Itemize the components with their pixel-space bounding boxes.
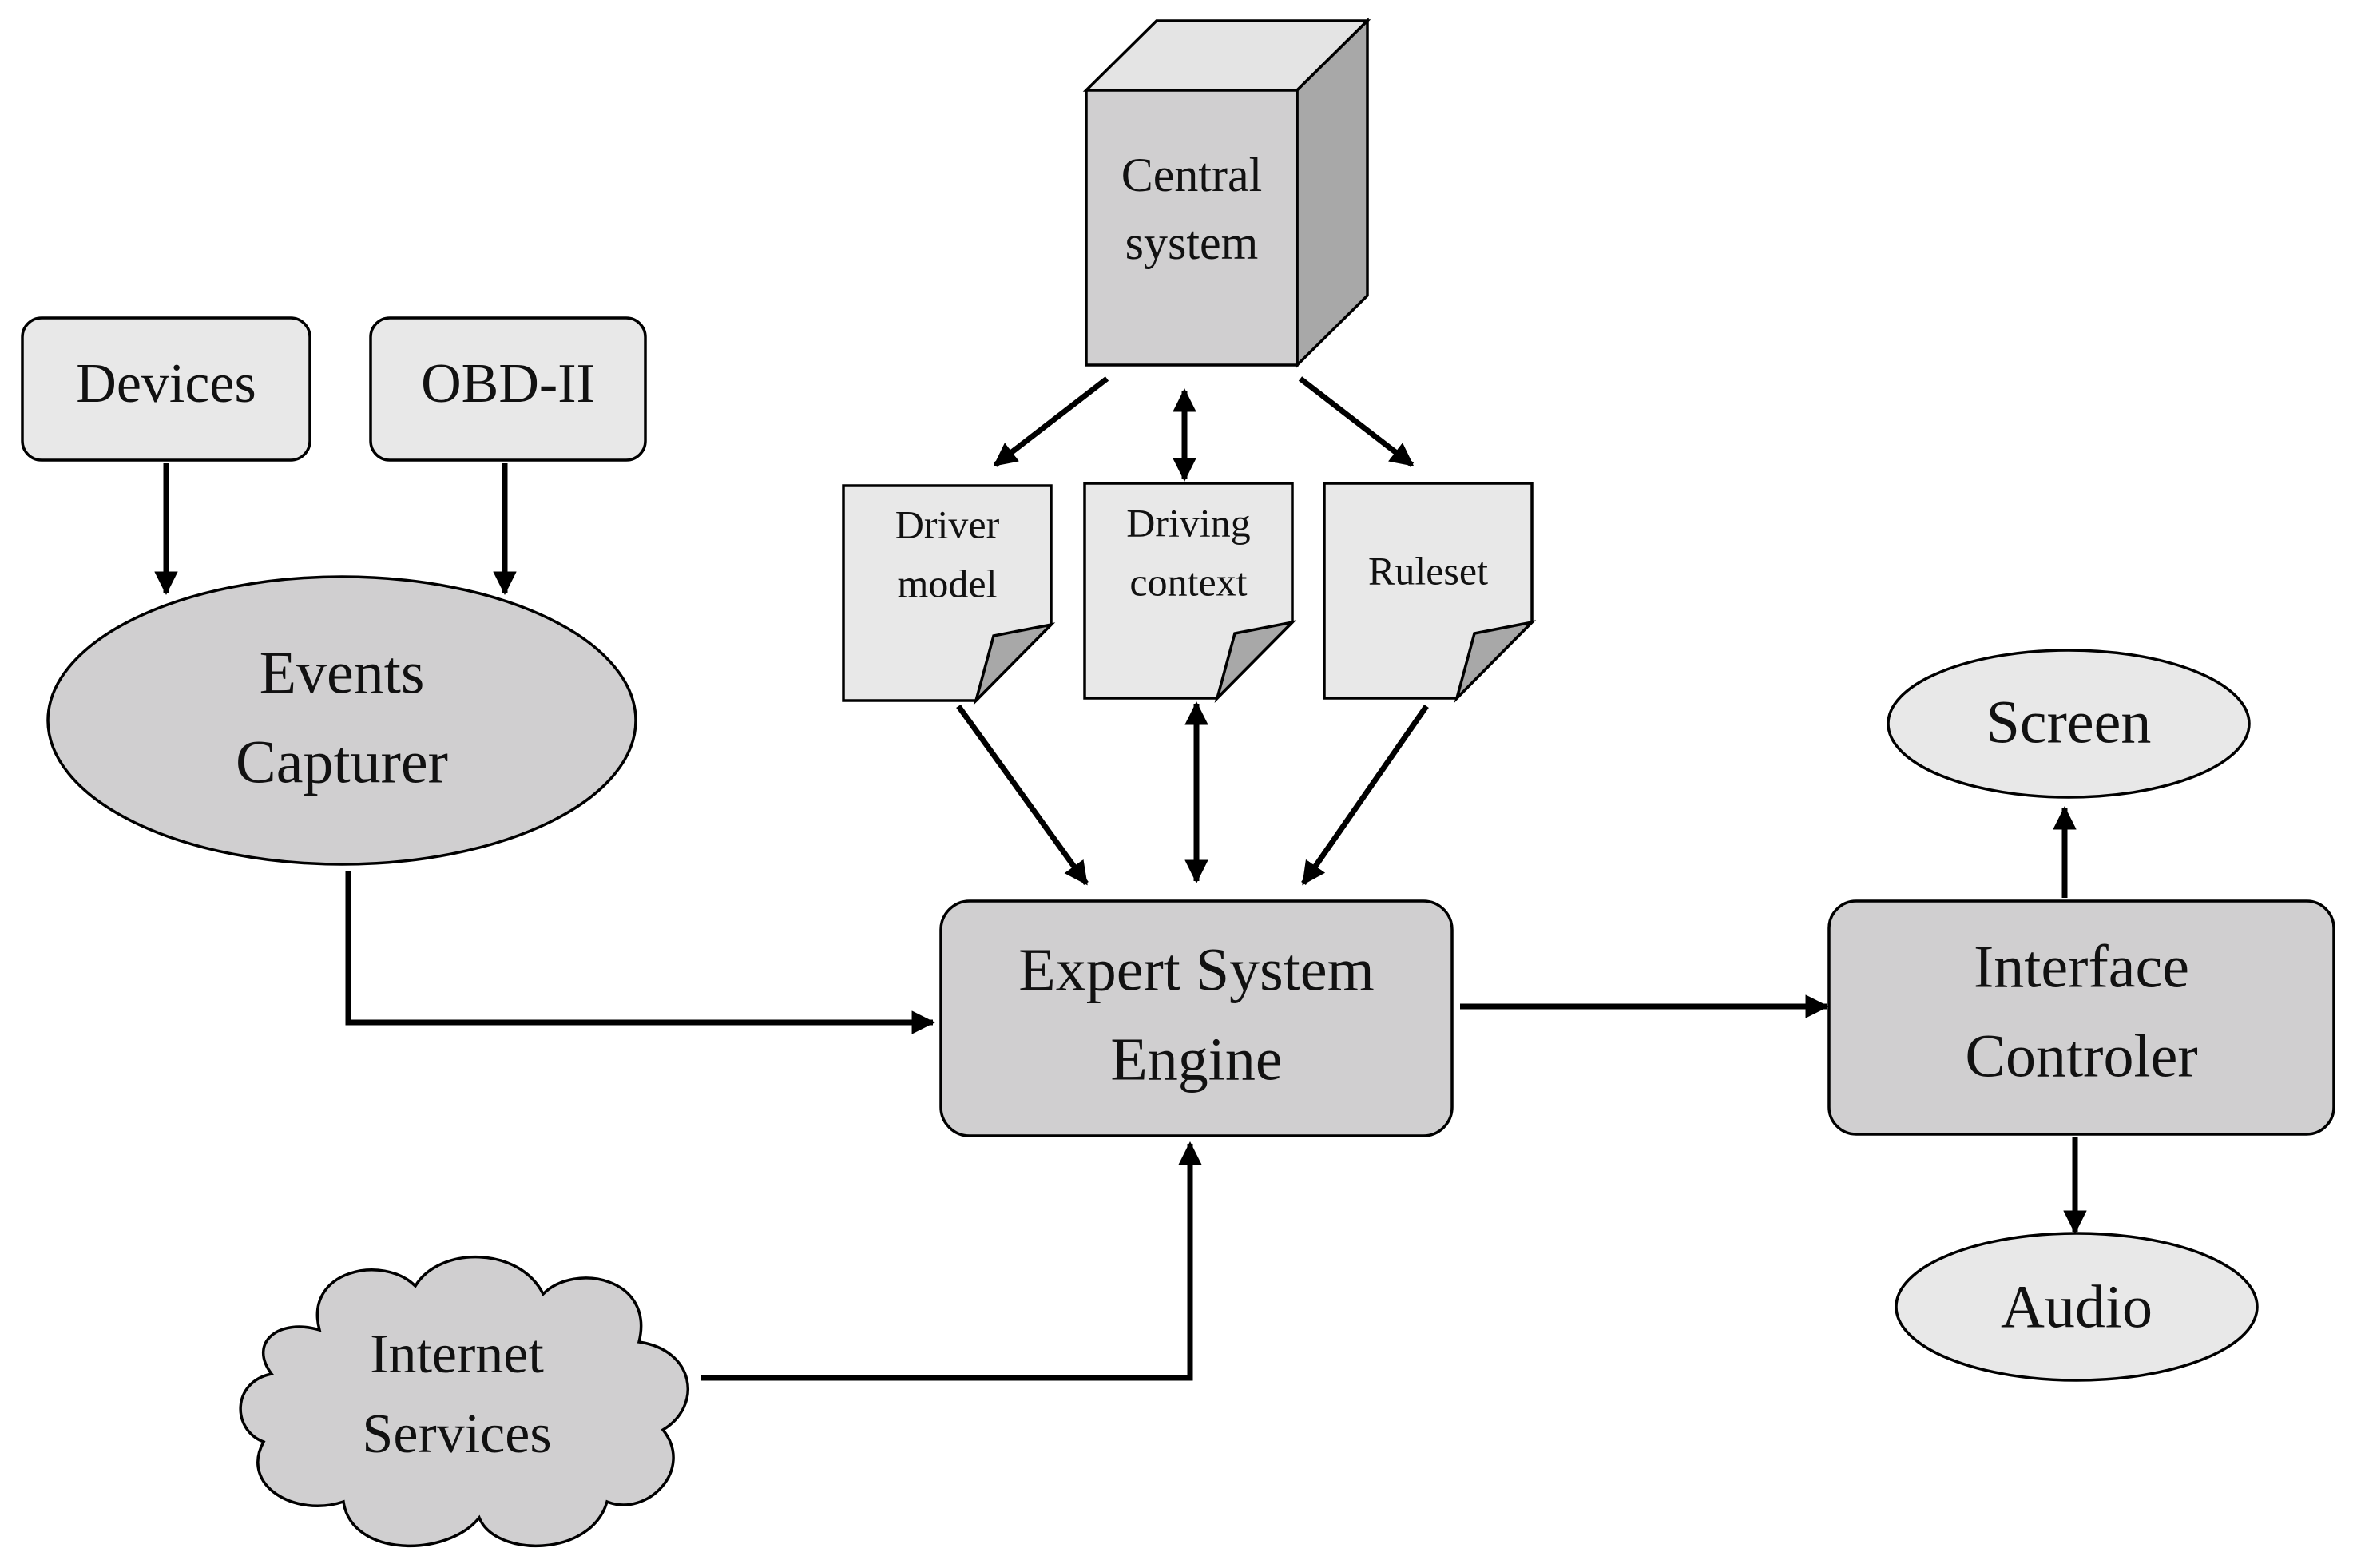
edge-ruleset-to-engine: [1301, 705, 1429, 886]
edge-driver-model-to-engine: [956, 704, 1089, 886]
driving-context-label-line1: Driving: [1126, 500, 1251, 545]
events-capturer-ellipse: [46, 575, 637, 866]
interface-controler-node: Interface Controler: [1827, 899, 2335, 1136]
expert-system-engine-label-line1: Expert System: [1018, 936, 1374, 1003]
audio-ellipse: [1895, 1232, 2259, 1382]
obd-label: OBD-II: [421, 353, 595, 415]
ruleset-label: Ruleset: [1368, 548, 1488, 593]
edge-internet-to-engine: [701, 1141, 1202, 1381]
edge-central-to-driver-model: [993, 376, 1109, 467]
obd-node: OBD-II: [369, 316, 647, 462]
driving-context-node: Driving context: [1083, 482, 1297, 703]
central-system-label-line1: Central: [1121, 149, 1263, 201]
events-capturer-node: Events Capturer: [46, 575, 637, 866]
driver-model-label-line1: Driver: [895, 502, 1000, 546]
driving-context-folded-corner: [1214, 620, 1297, 703]
edge-central-to-ruleset: [1298, 376, 1415, 467]
screen-label: Screen: [1986, 689, 2152, 756]
ruleset-folded-corner: [1454, 620, 1537, 703]
screen-ellipse: [1887, 649, 2251, 799]
devices-box: [21, 316, 311, 462]
expert-system-engine-label-line2: Engine: [1110, 1026, 1282, 1093]
interface-controler-label-line1: Interface: [1974, 933, 2189, 1000]
central-system-label-line2: system: [1125, 216, 1259, 269]
edge-events-to-engine: [345, 871, 935, 1034]
driver-model-label-line2: model: [898, 561, 998, 605]
driver-model-node: Driver model: [842, 484, 1056, 705]
devices-node: Devices: [21, 316, 311, 462]
ruleset-node: Ruleset: [1323, 482, 1537, 703]
obd-box: [369, 316, 647, 462]
events-capturer-label-line1: Events: [260, 639, 425, 706]
central-system-node: Central system: [1082, 17, 1371, 369]
screen-node: Screen: [1887, 649, 2251, 799]
central-system-front-face: [1085, 89, 1299, 367]
internet-services-node: Internet Services: [239, 1256, 689, 1547]
interface-controler-label-line2: Controler: [1965, 1022, 2197, 1090]
internet-services-label-line1: Internet: [370, 1324, 544, 1385]
driver-model-folded-corner: [973, 622, 1056, 705]
expert-system-engine-node: Expert System Engine: [939, 899, 1454, 1137]
driving-context-label-line2: context: [1129, 559, 1247, 604]
devices-label: Devices: [76, 353, 256, 415]
audio-node: Audio: [1895, 1232, 2259, 1382]
audio-label: Audio: [2001, 1273, 2153, 1340]
cloud-icon: [239, 1256, 689, 1547]
events-capturer-label-line2: Capturer: [236, 728, 448, 796]
edges: [154, 376, 2087, 1381]
expert-system-engine-box: [939, 899, 1454, 1137]
internet-services-label-line2: Services: [362, 1403, 551, 1465]
interface-controler-box: [1827, 899, 2335, 1136]
